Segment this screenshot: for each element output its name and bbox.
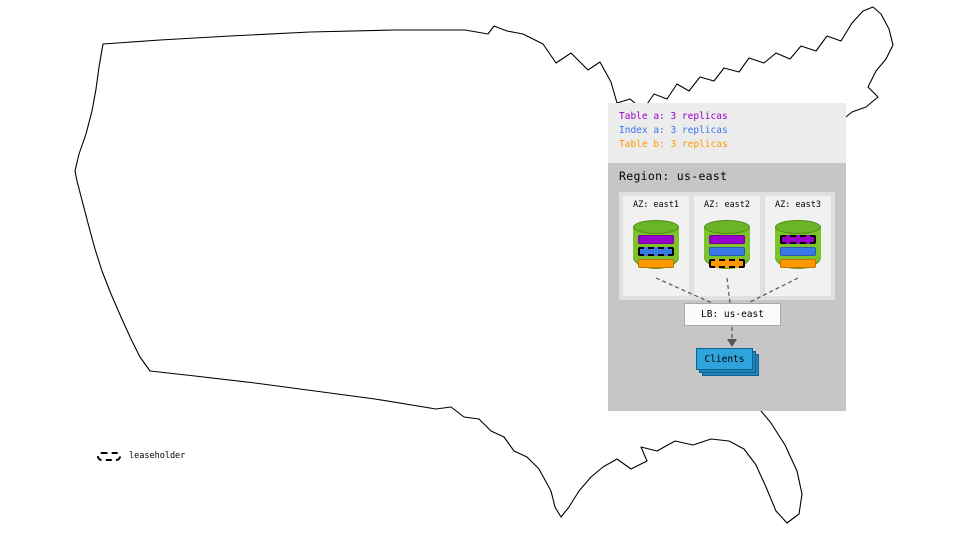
replica-bar-index-a [638,247,674,256]
replica-bar-index-a [709,247,745,256]
cylinder-top [633,220,679,234]
cylinder-top [775,220,821,234]
database-cylinder [775,220,821,276]
legend-table-a: Table a: 3 replicas [619,111,728,122]
replica-bar-table-b [780,259,816,268]
clients-box: Clients [696,348,753,370]
replica-legend: Table a: 3 replicas Index a: 3 replicas … [619,110,728,152]
replica-bar-table-b [638,259,674,268]
load-balancer-box: LB: us-east [684,303,781,326]
az-box-east1: AZ: east1 [623,196,689,296]
az-label: AZ: east3 [774,200,822,210]
database-cylinder [633,220,679,276]
region-title: Region: us-east [619,169,728,183]
legend-table-b: Table b: 3 replicas [619,139,728,150]
replica-bar-table-a [638,235,674,244]
replica-bar-index-a [780,247,816,256]
az-box-east2: AZ: east2 [694,196,760,296]
database-cylinder [704,220,750,276]
az-label: AZ: east1 [632,200,680,210]
legend-index-a: Index a: 3 replicas [619,125,728,136]
az-label: AZ: east2 [703,200,751,210]
clients-stack: Clients [696,348,759,376]
replica-bar-table-a [709,235,745,244]
replica-bar-table-a [780,235,816,244]
load-balancer-label: LB: us-east [701,309,764,320]
cylinder-top [704,220,750,234]
leaseholder-legend-label: leaseholder [129,451,186,461]
replica-bar-table-b [709,259,745,268]
az-box-east3: AZ: east3 [765,196,831,296]
leaseholder-legend-swatch [97,452,121,461]
